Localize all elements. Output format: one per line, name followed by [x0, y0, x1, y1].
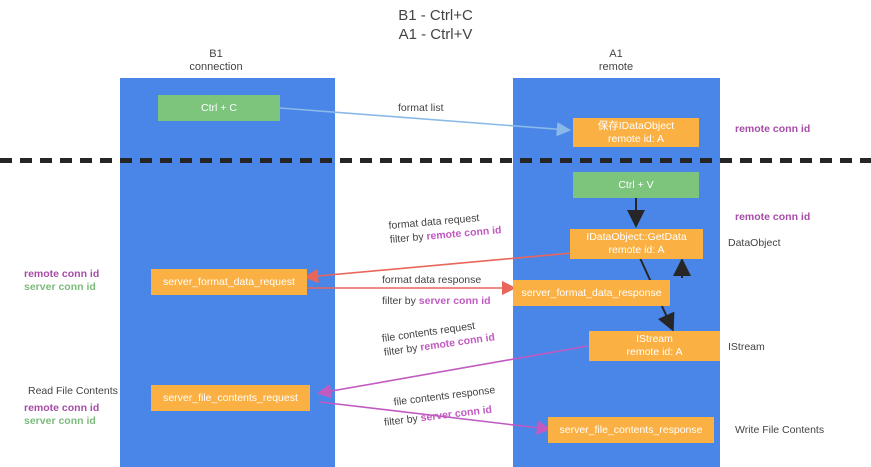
box-server-format-data-request-label: server_format_data_request [163, 275, 295, 288]
arrow-file-contents-request [316, 345, 589, 399]
side-label-conn-ids-format: remote conn id server conn id [24, 268, 99, 294]
box-server-file-contents-response-label: server_file_contents_response [559, 423, 703, 436]
label-format-list: format list [398, 101, 444, 115]
box-ctrl-v-label: Ctrl + V [618, 178, 654, 191]
box-ctrl-c[interactable]: Ctrl + C [158, 95, 280, 121]
label-format-data-response: format data response filter by server co… [382, 273, 491, 308]
column-header-a1-name: A1 [609, 48, 623, 60]
label-format-data-response-line-2: filter by server conn id [382, 294, 491, 308]
box-server-file-contents-request[interactable]: server_file_contents_request [151, 385, 310, 411]
box-save-dataobject[interactable]: 保存IDataObject remote id: A [573, 118, 699, 147]
box-save-dataobject-line-2: remote id: A [607, 132, 665, 145]
side-label-istream: IStream [728, 341, 765, 354]
side-label-read-file-contents-text: Read File Contents [28, 385, 118, 397]
box-server-file-contents-request-label: server_file_contents_request [163, 391, 298, 404]
page-title-line-2: A1 - Ctrl+V [398, 26, 473, 43]
box-idataobject-getdata[interactable]: IDataObject::GetData remote id: A [570, 229, 703, 259]
box-idataobject-getdata-line-2: remote id: A [608, 244, 665, 256]
side-label-read-file-contents: Read File Contents [28, 385, 118, 398]
label-format-list-text: format list [398, 102, 444, 114]
page-title-line-1: B1 - Ctrl+C [398, 7, 473, 24]
arrow-file-contents-response [319, 401, 552, 435]
side-label-remote-conn-id-top-text: remote conn id [735, 123, 811, 135]
label-format-data-response-line-1: format data response [382, 274, 482, 286]
column-header-b1: B1 connection [126, 48, 306, 74]
page-title: B1 - Ctrl+C A1 - Ctrl+V [0, 6, 871, 44]
side-label-write-file-contents-text: Write File Contents [735, 424, 825, 436]
side-label-remote-conn-id-mid-text: remote conn id [735, 211, 811, 223]
side-label-dataobject-text: DataObject [728, 237, 781, 249]
box-ctrl-v[interactable]: Ctrl + V [573, 172, 699, 198]
box-ctrl-c-label: Ctrl + C [201, 101, 237, 114]
side-label-remote-conn-id-top: remote conn id [735, 123, 810, 136]
side-label-remote-conn-id-left-2: remote conn id [24, 402, 100, 414]
box-istream[interactable]: IStream remote id: A [589, 331, 720, 361]
side-label-remote-conn-id-mid: remote conn id [735, 211, 810, 224]
box-server-format-data-response-label: server_format_data_response [521, 286, 662, 299]
box-server-file-contents-response[interactable]: server_file_contents_response [548, 417, 714, 443]
column-header-a1-role: remote [598, 61, 634, 73]
side-label-write-file-contents: Write File Contents [735, 424, 824, 437]
box-istream-line-1: IStream [636, 333, 673, 345]
side-label-dataobject: DataObject [728, 237, 781, 250]
box-save-dataobject-line-1: 保存IDataObject [597, 119, 675, 132]
label-format-data-response-filter-prefix: filter by [382, 295, 419, 307]
side-label-remote-conn-id-left: remote conn id [24, 268, 100, 280]
side-label-conn-ids-file: remote conn id server conn id [24, 402, 99, 428]
column-header-b1-name: B1 [209, 48, 223, 60]
box-istream-line-2: remote id: A [626, 346, 683, 358]
box-idataobject-getdata-line-1: IDataObject::GetData [586, 231, 687, 243]
box-server-format-data-response[interactable]: server_format_data_response [513, 280, 670, 306]
label-format-data-request-filter-prefix: filter by [389, 230, 427, 246]
side-label-server-conn-id-left: server conn id [24, 281, 96, 293]
side-label-server-conn-id-left-2: server conn id [24, 415, 96, 427]
label-format-data-response-filter-key: server conn id [418, 295, 491, 307]
box-server-format-data-request[interactable]: server_format_data_request [151, 269, 307, 295]
column-header-b1-role: connection [189, 61, 243, 73]
arrow-format-list [279, 107, 572, 137]
arrow-format-data-request [303, 252, 573, 284]
side-label-istream-text: IStream [728, 341, 765, 353]
column-header-a1: A1 remote [526, 48, 706, 74]
machine-boundary-divider [0, 158, 871, 163]
